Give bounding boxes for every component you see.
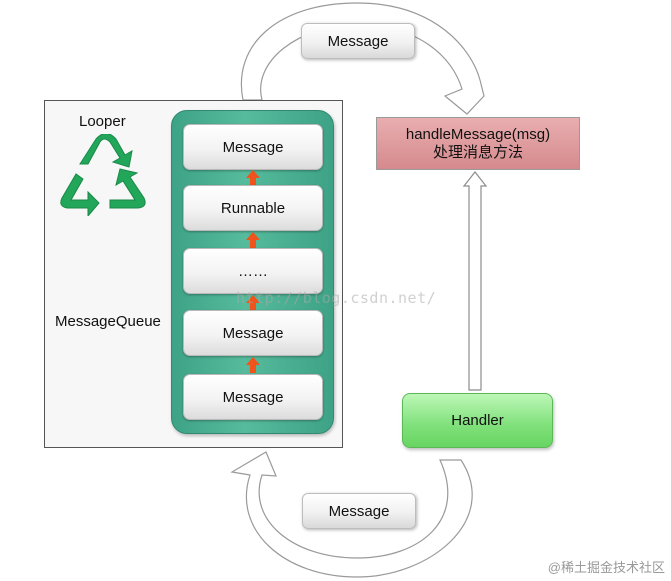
recycle-icon (60, 134, 146, 216)
bottom-message-pill: Message (302, 493, 416, 529)
queue-item: Message (183, 374, 323, 420)
queue-up-arrow (246, 295, 260, 311)
watermark-url: http://blog.csdn.net/ (236, 289, 437, 307)
queue-item: Message (183, 310, 323, 356)
source-credit: @稀土掘金技术社区 (547, 560, 665, 575)
queue-item: Runnable (183, 185, 323, 231)
queue-up-arrow (246, 232, 260, 248)
handle-message-title: handleMessage(msg) (405, 125, 551, 143)
handle-message-subtitle: 处理消息方法 (432, 143, 523, 161)
handler-up-arrow (462, 171, 488, 391)
queue-item: Message (183, 124, 323, 170)
queue-item: …… (183, 248, 323, 294)
top-message-pill: Message (301, 23, 415, 59)
queue-up-arrow (246, 357, 260, 373)
bottom-curved-arrow (230, 451, 473, 578)
handler-box: Handler (402, 393, 553, 448)
handle-message-box: handleMessage(msg) 处理消息方法 (376, 117, 580, 170)
queue-up-arrow (246, 170, 260, 186)
looper-label: Looper (79, 113, 126, 130)
message-queue-label: MessageQueue (55, 313, 161, 330)
